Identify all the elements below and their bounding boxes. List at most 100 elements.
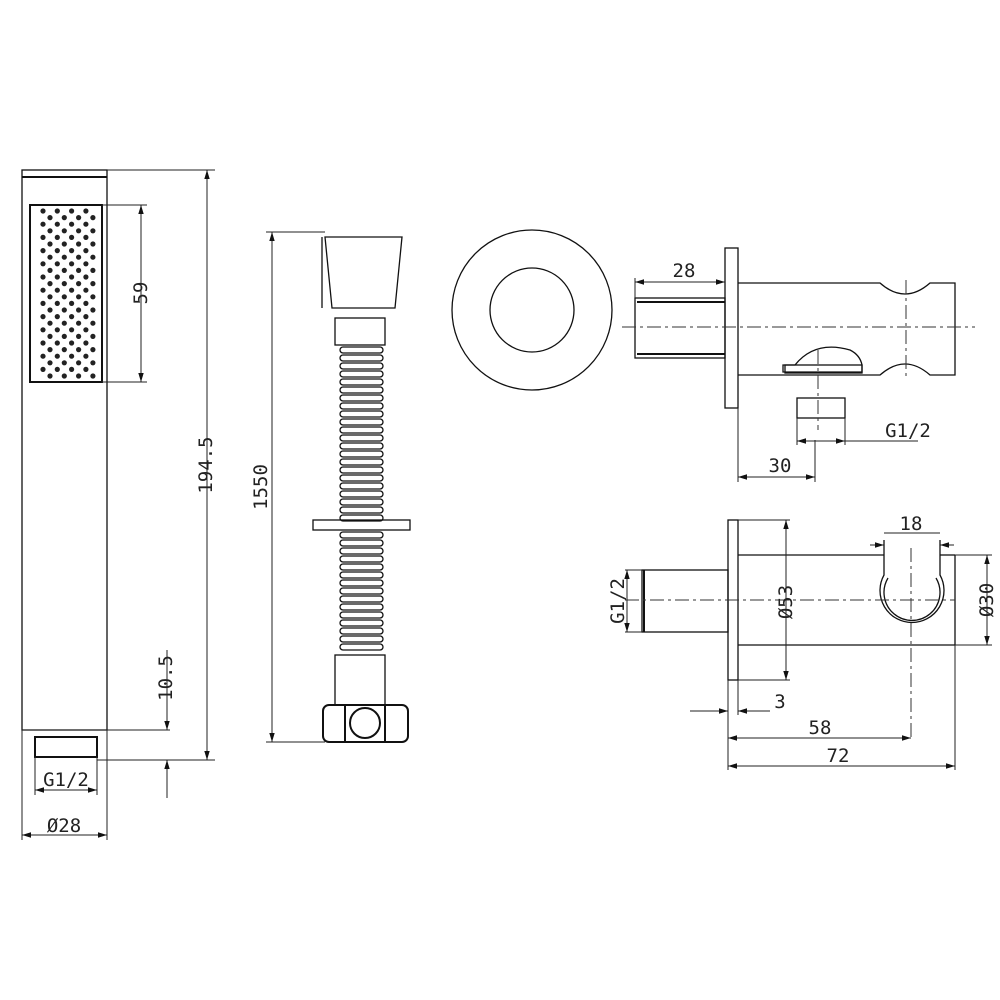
spray-nozzle-dot [83, 353, 89, 359]
spray-nozzle-dot [90, 241, 96, 247]
spray-nozzle-dot [90, 373, 96, 379]
hose-coils [339, 346, 384, 651]
spray-nozzle-dot [61, 373, 67, 379]
spray-nozzle-dot [40, 248, 46, 254]
hose-coil [339, 402, 384, 410]
spray-nozzle-dot [69, 353, 75, 359]
dim-label-28: 28 [673, 260, 696, 282]
spray-nozzle-dot [40, 366, 46, 372]
hose-coil [339, 362, 384, 370]
spray-nozzle-dot [61, 333, 67, 339]
spray-nozzle-dot [54, 287, 60, 293]
shower-body [21, 169, 108, 731]
spray-nozzle-dot [69, 274, 75, 280]
spray-nozzle-dot [61, 360, 67, 366]
spray-nozzle-dot [69, 248, 75, 254]
dim-label-1550: 1550 [250, 464, 272, 510]
spray-nozzle-dot [40, 261, 46, 267]
spray-nozzle-dot [40, 208, 46, 214]
dim-label-72: 72 [827, 745, 850, 767]
spray-nozzle-dot [90, 320, 96, 326]
spray-nozzle-dot [76, 267, 82, 273]
spray-nozzle-dot [83, 261, 89, 267]
dim-label-pipe-thread: G1/2 [607, 578, 629, 624]
spray-nozzle-dot [61, 267, 67, 273]
hose-view: 1550 [250, 231, 411, 743]
spray-nozzle-dot [83, 274, 89, 280]
wall-outlet-side-view: 28 G1/2 30 [622, 247, 975, 482]
spray-nozzle-dot [54, 366, 60, 372]
hose-coil [339, 394, 384, 402]
shower-nozzle [34, 736, 98, 758]
spray-nozzle-dot [40, 340, 46, 346]
hose-coil [339, 643, 384, 651]
spray-nozzle-dot [54, 248, 60, 254]
spray-nozzle-dot [76, 347, 82, 353]
spray-nozzle-dot [40, 274, 46, 280]
spray-nozzle-dot [47, 267, 53, 273]
spray-nozzle-dot [69, 221, 75, 227]
spray-nozzle-dot [40, 327, 46, 333]
spray-nozzle-dot [47, 241, 53, 247]
hose-coil [339, 418, 384, 426]
dim-label-shower-thread: G1/2 [43, 769, 89, 791]
hose-coil [339, 370, 384, 378]
hose-coil [339, 531, 384, 539]
spray-nozzle-dot [54, 327, 60, 333]
spray-nozzle-dot [40, 234, 46, 240]
hose-coil [339, 498, 384, 506]
spray-nozzle-dot [83, 287, 89, 293]
hose-fitting [334, 654, 386, 706]
hose-coil [339, 490, 384, 498]
spray-nozzle-dot [76, 307, 82, 313]
spray-nozzle-dot [90, 254, 96, 260]
hose-nut-top [334, 317, 386, 346]
hose-coil [339, 466, 384, 474]
spray-nozzle-dot [76, 333, 82, 339]
spray-nozzle-dot [47, 360, 53, 366]
spray-nozzle-dot [83, 248, 89, 254]
spray-nozzle-dot [90, 347, 96, 353]
spray-nozzle-dot [61, 254, 67, 260]
spray-nozzle-dot [61, 307, 67, 313]
hose-coil [339, 595, 384, 603]
dim-label-194-5: 194.5 [195, 436, 217, 493]
spray-nozzle-dot [54, 314, 60, 320]
spray-nozzle-dot [54, 353, 60, 359]
spray-nozzle-dot [83, 234, 89, 240]
hose-coil [339, 547, 384, 555]
wall-outlet-front-view [451, 229, 613, 391]
spray-nozzle-dot [76, 294, 82, 300]
hose-coil [339, 563, 384, 571]
spray-nozzle-dot [69, 366, 75, 372]
spray-nozzle-dot [61, 241, 67, 247]
hose-coil [339, 410, 384, 418]
spray-nozzle-dot [90, 360, 96, 366]
spray-nozzle-dot [54, 261, 60, 267]
spray-nozzle-dot [40, 314, 46, 320]
spray-nozzle-dot [83, 366, 89, 372]
hose-coil [339, 611, 384, 619]
spray-nozzle-dot [61, 320, 67, 326]
spray-nozzle-dot [76, 281, 82, 287]
spray-nozzles [40, 208, 96, 379]
spray-nozzle-dot [54, 300, 60, 306]
spray-nozzle-dot [69, 340, 75, 346]
dim-label-58: 58 [809, 717, 832, 739]
spray-nozzle-dot [83, 314, 89, 320]
spray-nozzle-dot [40, 353, 46, 359]
spray-nozzle-dot [83, 327, 89, 333]
dim-label-53: Ø53 [775, 585, 797, 619]
hose-coil [339, 571, 384, 579]
hose-coil [339, 354, 384, 362]
spray-nozzle-dot [69, 261, 75, 267]
spray-nozzle-dot [47, 254, 53, 260]
spray-nozzle-dot [40, 287, 46, 293]
hose-coil [339, 579, 384, 587]
spray-nozzle-dot [76, 215, 82, 221]
hose-coil [339, 539, 384, 547]
spray-nozzle-dot [47, 215, 53, 221]
hose-coil [339, 434, 384, 442]
hose-coil [339, 587, 384, 595]
